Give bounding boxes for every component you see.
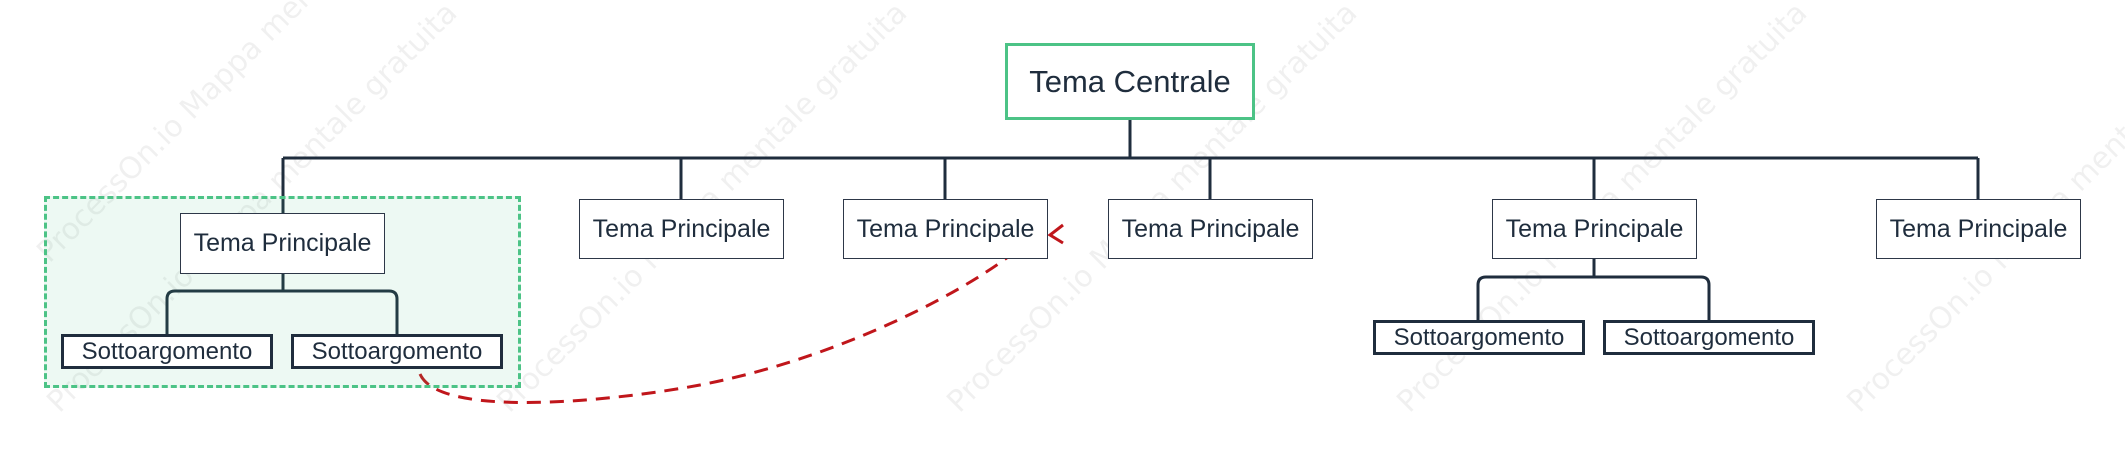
central-topic-label: Tema Centrale	[1029, 63, 1231, 99]
subtopic-1-1[interactable]: Sottoargomento	[61, 334, 273, 369]
subtopic-5-2[interactable]: Sottoargomento	[1603, 320, 1815, 355]
main-topic-label: Tema Principale	[193, 229, 372, 257]
main-topic-6[interactable]: Tema Principale	[1876, 199, 2081, 259]
main-topic-label: Tema Principale	[1505, 214, 1684, 243]
main-topic-label: Tema Principale	[1889, 214, 2068, 243]
branch-line	[1476, 275, 1711, 320]
relation-arrow-icon	[1047, 223, 1064, 245]
central-topic[interactable]: Tema Centrale	[1005, 43, 1255, 120]
subtopic-1-2[interactable]: Sottoargomento	[291, 334, 503, 369]
subtopic-label: Sottoargomento	[1623, 323, 1795, 351]
main-topic-1[interactable]: Tema Principale	[180, 213, 385, 274]
main-topic-5[interactable]: Tema Principale	[1492, 199, 1697, 259]
subtopic-label: Sottoargomento	[81, 337, 253, 365]
main-topic-label: Tema Principale	[1121, 214, 1300, 243]
subtopic-label: Sottoargomento	[1393, 323, 1565, 351]
main-topic-label: Tema Principale	[592, 214, 771, 243]
subtopic-label: Sottoargomento	[311, 337, 483, 365]
subtopic-5-1[interactable]: Sottoargomento	[1373, 320, 1585, 355]
main-topic-3[interactable]: Tema Principale	[843, 199, 1048, 259]
main-topic-2[interactable]: Tema Principale	[579, 199, 784, 259]
main-topic-label: Tema Principale	[856, 214, 1035, 243]
main-topic-4[interactable]: Tema Principale	[1108, 199, 1313, 259]
